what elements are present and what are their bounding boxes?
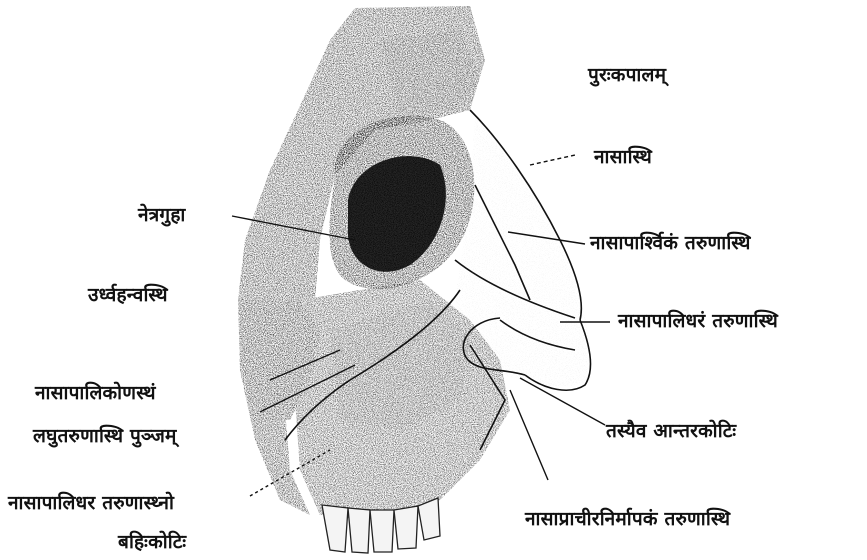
label-lesser-cartilage-line2: लघुतरुणास्थि पुञ्जम् <box>33 427 177 446</box>
label-septal-cartilage: नासाप्राचीरनिर्मापकं तरुणास्थि <box>525 510 730 529</box>
nose-shading <box>455 115 590 386</box>
label-inner-crus: तस्यैव आन्तरकोटिः <box>606 422 736 441</box>
label-alar-cartilage: नासापालिधरं तरुणास्थि <box>618 312 778 331</box>
label-outer-crus-line1: नासापालिधर तरुणास्थ्नो <box>8 494 174 513</box>
label-lateral-cartilage: नासापार्श्विकं तरुणास्थि <box>590 234 751 253</box>
label-nasal-bone: नासास्थि <box>594 148 652 167</box>
label-outer-crus-line2: बहिःकोटिः <box>118 533 186 552</box>
label-lesser-cartilage-line1: नासापालिकोणस्थं <box>35 384 156 403</box>
label-orbit: नेत्रगुहा <box>138 206 186 225</box>
label-anterior-skull: पुरःकपालम् <box>588 66 666 85</box>
label-maxilla: उर्ध्वहन्वस्थि <box>88 286 168 305</box>
orbit-shape <box>329 116 474 289</box>
